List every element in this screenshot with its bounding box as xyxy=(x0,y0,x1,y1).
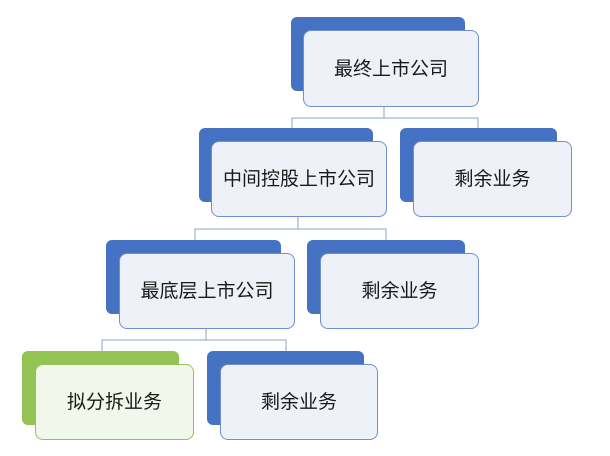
node-label: 剩余业务 xyxy=(361,280,438,302)
node-remaining-3: 剩余业务 xyxy=(207,351,378,440)
node-label: 最终上市公司 xyxy=(333,57,448,80)
edge-root-mid xyxy=(291,106,385,128)
node-label: 中间控股上市公司 xyxy=(222,168,375,190)
node-remaining-1: 剩余业务 xyxy=(400,128,572,217)
edge-bottom-spinoff xyxy=(101,328,207,351)
node-card: 最终上市公司 xyxy=(303,30,479,107)
edge-mid-bottom xyxy=(194,216,299,240)
edge-mid-remaining-2 xyxy=(297,216,387,240)
node-card: 剩余业务 xyxy=(320,253,479,329)
node-label: 最底层上市公司 xyxy=(140,280,274,302)
node-label: 剩余业务 xyxy=(260,391,337,413)
node-card: 拟分拆业务 xyxy=(35,364,194,440)
node-spinoff: 拟分拆业务 xyxy=(22,351,194,440)
node-card: 最底层上市公司 xyxy=(119,253,295,329)
node-card: 剩余业务 xyxy=(220,364,378,440)
node-label: 拟分拆业务 xyxy=(66,391,162,413)
node-bottom-listed: 最底层上市公司 xyxy=(106,240,295,329)
node-mid-holding: 中间控股上市公司 xyxy=(199,128,387,217)
node-label: 剩余业务 xyxy=(454,168,531,190)
edge-bottom-remaining-3 xyxy=(205,328,287,351)
node-root: 最终上市公司 xyxy=(291,17,479,107)
node-remaining-2: 剩余业务 xyxy=(307,240,479,329)
node-card: 剩余业务 xyxy=(413,141,572,217)
edge-root-remaining-1 xyxy=(383,106,479,128)
node-card: 中间控股上市公司 xyxy=(211,141,387,217)
